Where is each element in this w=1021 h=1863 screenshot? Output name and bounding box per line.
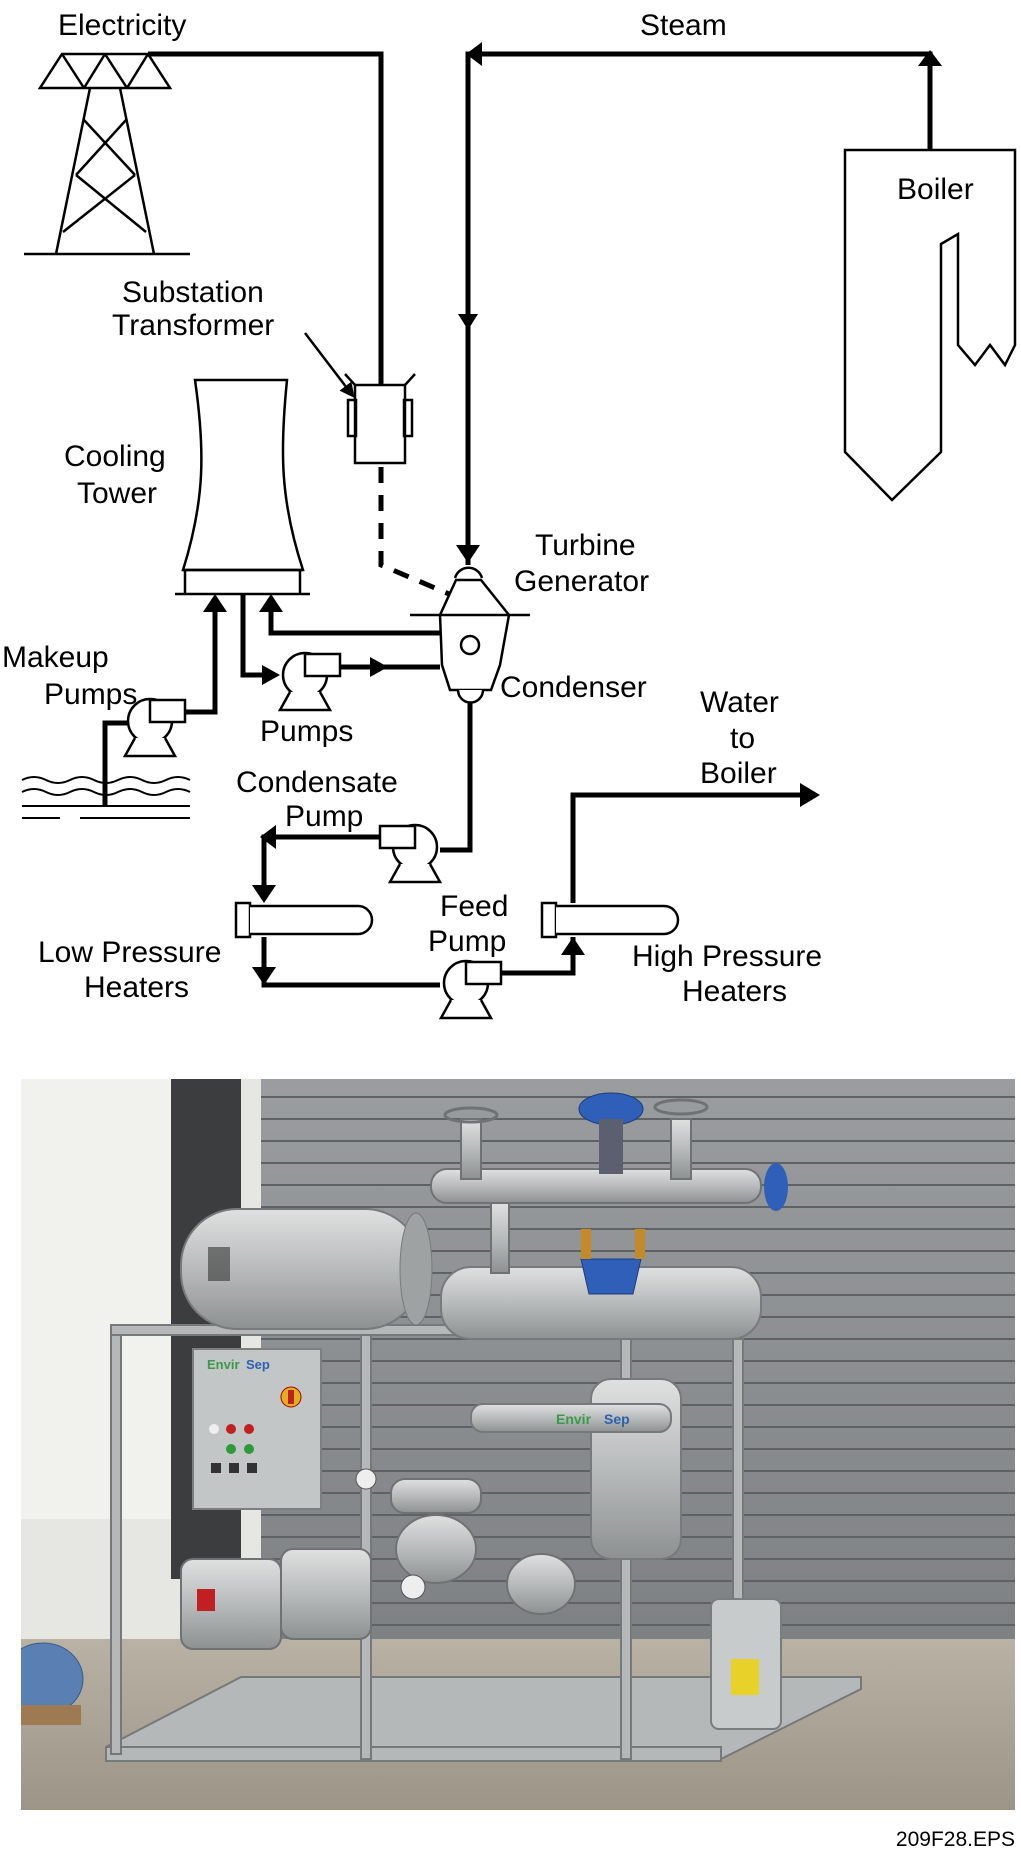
cooling-tower-icon — [183, 380, 303, 570]
label-pumps: Pumps — [260, 715, 353, 748]
label-lp-1: Low Pressure — [38, 936, 221, 969]
label-lp-2: Heaters — [84, 971, 189, 1004]
label-turbine-1: Turbine — [535, 529, 636, 562]
label-cooling-1: Cooling — [64, 440, 166, 473]
substation-transformer-icon — [345, 374, 415, 463]
label-steam: Steam — [640, 9, 727, 42]
label-makeup-2: Pumps — [44, 678, 137, 711]
label-substation-1: Substation — [122, 276, 264, 309]
label-hp-2: Heaters — [682, 975, 787, 1008]
vessel-brand-2: Sep — [604, 1411, 630, 1427]
condensate-line — [440, 702, 470, 850]
label-substation-2: Transformer — [112, 309, 274, 342]
feed-pump-icon — [441, 961, 501, 1018]
high-pressure-heater-icon — [542, 903, 678, 937]
label-makeup-1: Makeup — [2, 641, 109, 674]
condenser-return-line — [271, 600, 440, 633]
pressure-gauge — [401, 1575, 425, 1599]
label-feed-2: Pump — [428, 925, 506, 958]
water-to-boiler-line — [573, 795, 800, 903]
low-pressure-heater-icon — [236, 903, 372, 937]
label-feed-1: Feed — [440, 890, 508, 923]
condensate-pump-icon — [380, 825, 440, 882]
label-boiler: Boiler — [897, 173, 974, 206]
label-condenser: Condenser — [500, 671, 647, 704]
cooling-pump-icon — [280, 653, 340, 710]
panel-brand-1: Envir — [207, 1357, 240, 1372]
electricity-pylon-icon — [24, 54, 190, 254]
label-hp-1: High Pressure — [632, 940, 822, 973]
figure-code: 209F28.EPS — [896, 1828, 1015, 1852]
panel-brand-2: Sep — [246, 1357, 270, 1372]
chemical-tank — [711, 1599, 781, 1729]
transformer-generator-link — [381, 467, 456, 597]
label-cooling-2: Tower — [77, 477, 157, 510]
label-water-3: Boiler — [700, 757, 777, 790]
label-water-2: to — [730, 722, 755, 755]
label-condensate-2: Pump — [285, 800, 363, 833]
control-panel: Envir Sep — [193, 1349, 321, 1509]
label-water-1: Water — [700, 686, 779, 719]
power-plant-schematic: Electricity Steam Boiler Substation Tran… — [0, 0, 1021, 1040]
label-condensate-1: Condensate — [236, 766, 398, 799]
label-turbine-2: Generator — [514, 565, 649, 598]
label-electricity: Electricity — [58, 9, 186, 42]
deaerator-skid-photo: Envir Sep Envir Sep — [21, 1079, 1015, 1810]
storage-tank — [181, 1209, 432, 1329]
vessel-brand-1: Envir — [556, 1411, 592, 1427]
